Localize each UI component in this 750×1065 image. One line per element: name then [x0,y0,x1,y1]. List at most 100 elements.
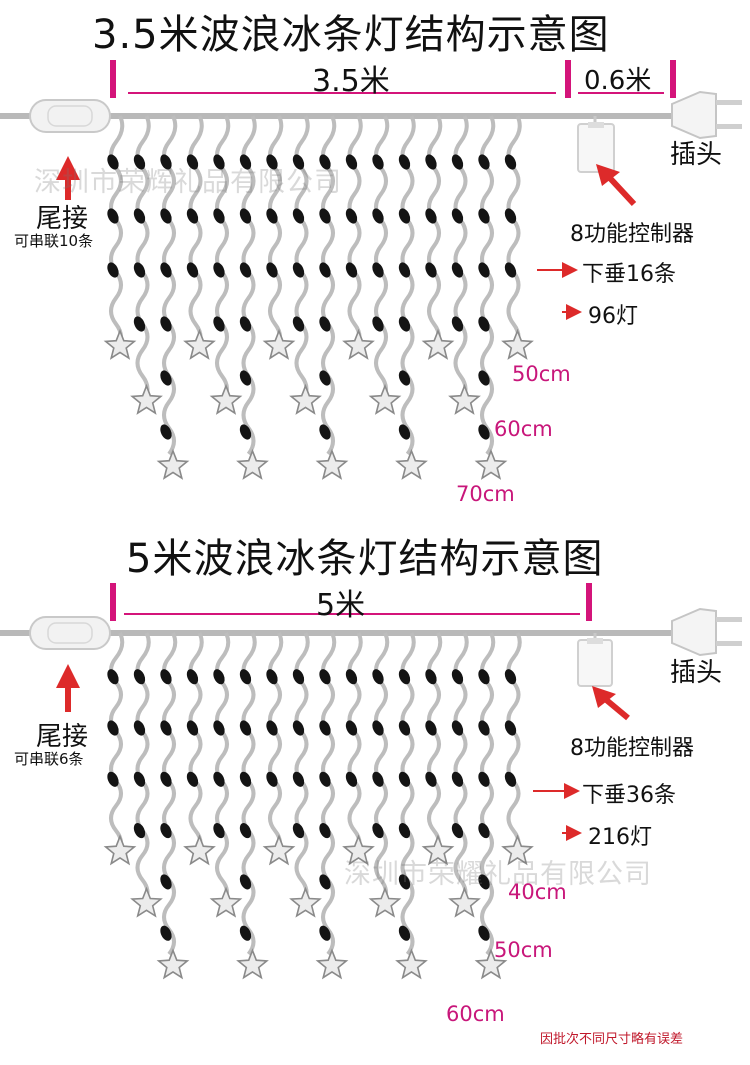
bulb-icon [213,316,225,332]
star-icon [342,834,375,866]
star-icon [368,383,402,415]
bulb-icon [319,874,331,890]
bulb-icon [319,823,331,839]
red-arrow-icon [56,664,80,688]
drops-bottom [103,632,534,980]
length-label-long: 60cm [446,1002,505,1026]
bulb-icon [425,154,437,170]
tail-connector-icon [29,99,111,133]
bulb-icon [478,823,490,839]
drop-wire [188,115,204,352]
length-label-short: 50cm [512,362,571,386]
star-icon [262,328,296,360]
bulb-icon [451,823,464,839]
bulb-icon [398,316,411,332]
drop-wire [268,115,284,352]
dimension-marker-right [670,60,676,98]
bulb-icon [239,771,252,787]
dimension-marker-right [586,583,592,621]
plug-icon [671,607,742,657]
star-icon [421,834,455,866]
red-arrow-icon [56,156,80,180]
bulb-icon [398,154,411,170]
drop-wire [427,115,443,352]
bulb-icon [107,720,119,736]
length-label-mid: 50cm [494,938,553,962]
bulb-icon [345,208,358,224]
bulb-icon [239,925,252,941]
star-icon [315,948,349,980]
bulb-icon [451,316,464,332]
star-icon [315,448,349,480]
bulb-icon [266,669,278,685]
bulb-icon [239,424,252,440]
star-icon [236,948,269,980]
bulb-icon [504,669,517,685]
bulb-icon [160,316,172,332]
bulb-icon [160,771,172,787]
star-icon [289,383,322,415]
controller-label: 8功能控制器 [570,222,694,247]
controller-box-icon [577,633,613,687]
bulb-icon [160,154,172,170]
bulb-icon [372,669,384,685]
star-icon [368,886,402,918]
bulb-icon [160,208,172,224]
star-icon [395,948,428,980]
bulb-icon [239,154,252,170]
bulb-icon [398,771,411,787]
tail-sub-label: 可串联10条 [14,232,94,250]
bulb-icon [398,925,411,941]
bulb-icon [345,262,358,278]
bulb-icon [239,823,252,839]
bulb-icon [398,823,411,839]
tail-label: 尾接 [36,204,89,234]
bulb-icon [451,154,464,170]
drop-wire [109,115,125,352]
bulb-icon [107,154,119,170]
bulb-icon [160,874,172,890]
drop-wire [427,632,443,857]
bulb-icon [478,720,490,736]
bulb-icon [266,154,278,170]
bulb-icon [345,771,358,787]
bulb-icon [319,925,331,941]
dimension-marker-left [110,60,116,98]
drop-wire [188,632,204,857]
bulb-icon [398,669,411,685]
bulb-icon [425,771,437,787]
width-label: 3.5米 [312,64,390,99]
bulb-icon [133,771,146,787]
bulb-icon [319,262,331,278]
star-icon [156,948,190,980]
bulb-icon [319,154,331,170]
bulb-icon [213,823,225,839]
bulb-icon [213,669,225,685]
bulb-icon [372,154,384,170]
dimension-marker-left [110,583,116,621]
bulb-icon [186,208,199,224]
bulb-icon [478,925,490,941]
drops-label: 下垂16条 [582,262,676,287]
bulb-icon [372,720,384,736]
star-icon [342,328,375,360]
length-label-long: 70cm [456,482,515,506]
bulb-icon [504,154,517,170]
bulb-icon [107,262,119,278]
bulb-icon [319,720,331,736]
length-label-short: 40cm [508,880,567,904]
star-icon [209,383,243,415]
red-arrow-icon [596,164,620,186]
bulb-icon [398,208,411,224]
bulb-icon [478,424,490,440]
tail-sub-label: 可串联6条 [14,750,84,768]
bulb-icon [478,154,490,170]
controller-box-icon [577,116,615,173]
bulb-icon [133,669,146,685]
bulb-icon [398,370,411,386]
bulb-icon [186,720,199,736]
bulb-icon [319,370,331,386]
bulb-icon [133,208,146,224]
bulb-icon [239,720,252,736]
bulb-icon [239,262,252,278]
